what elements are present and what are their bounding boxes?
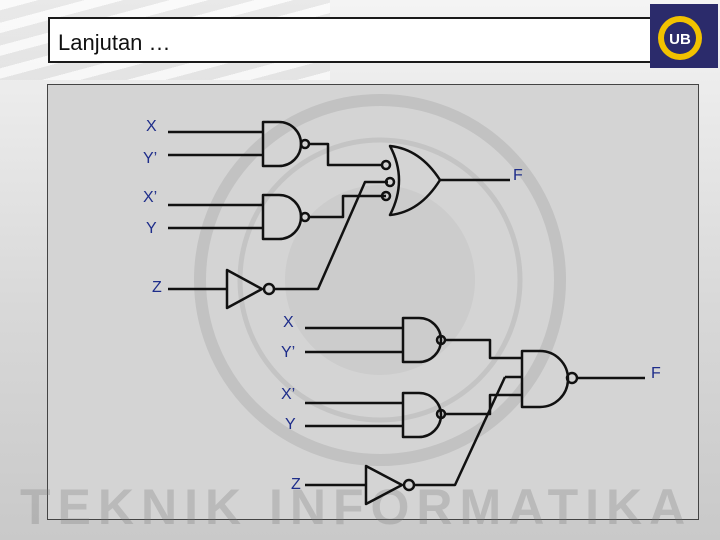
diagram-frame	[47, 84, 699, 520]
label-top-y-prime: Y’	[143, 150, 157, 167]
not-gate-top	[225, 268, 264, 310]
label-bottom-x: X	[283, 314, 294, 331]
label-top-z: Z	[152, 279, 162, 296]
inversion-bubble	[402, 478, 416, 492]
wire-bottom-nand2-out	[445, 393, 522, 416]
wire-top-nand2-out	[309, 194, 386, 219]
nand-gate-top-2	[261, 193, 303, 241]
wire-top-not-out	[274, 180, 388, 291]
label-top-x-prime: X’	[143, 189, 157, 206]
label-top-y: Y	[146, 220, 157, 237]
nand-gate-bottom-2	[401, 391, 443, 439]
label-bottom-output-f: F	[651, 365, 661, 382]
watermark-text: TEKNIK INFORMATIKA	[20, 479, 693, 535]
university-logo: UB	[650, 4, 718, 68]
label-bottom-z: Z	[291, 476, 301, 493]
inversion-bubble	[262, 282, 276, 296]
title-box: Lanjutan …	[48, 17, 670, 63]
nand-gate-bottom-final	[520, 349, 570, 409]
label-bottom-x-prime: X’	[281, 386, 295, 403]
inversion-bubble	[380, 190, 392, 202]
inversion-bubble	[380, 159, 392, 171]
inversion-bubble	[299, 211, 311, 223]
nand-gate-top-1	[261, 120, 303, 168]
not-gate-bottom	[364, 464, 404, 506]
wire-bottom-nand1-out	[445, 338, 522, 360]
wire-bottom-not-out	[414, 376, 507, 487]
wire-top-nand1-out	[309, 142, 383, 167]
slide-title: Lanjutan …	[58, 30, 171, 55]
logo-text: UB	[669, 31, 691, 48]
nand-gate-bottom-1	[401, 316, 443, 364]
label-top-output-f: F	[513, 167, 523, 184]
inversion-bubble	[299, 138, 311, 150]
label-top-x: X	[146, 118, 157, 135]
inversion-bubble	[384, 176, 396, 188]
label-bottom-y: Y	[285, 416, 296, 433]
or-gate-top	[388, 144, 442, 217]
label-bottom-y-prime: Y’	[281, 344, 295, 361]
